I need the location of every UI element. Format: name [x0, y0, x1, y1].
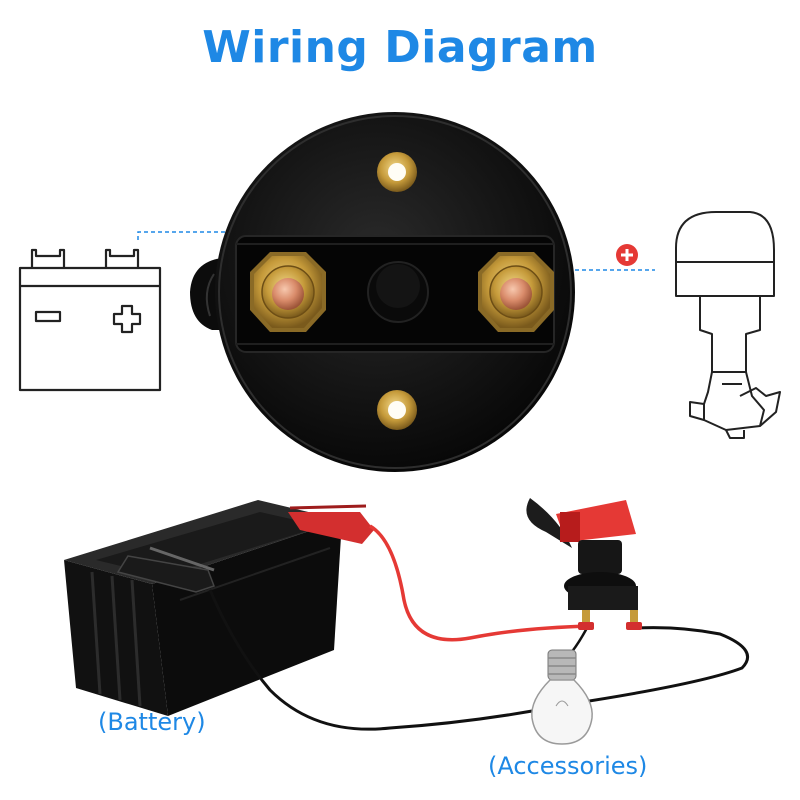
car-battery	[64, 500, 342, 716]
light-bulb-icon	[531, 649, 593, 745]
positive-clamp	[288, 504, 374, 544]
negative-clamp	[116, 546, 215, 593]
disconnect-switch	[526, 498, 642, 630]
terminal-stud-left	[250, 252, 326, 332]
battery-outline-icon	[18, 248, 162, 392]
positive-wire	[369, 524, 591, 642]
dashed-connection-left	[137, 231, 287, 268]
outboard-motor-icon	[675, 211, 781, 439]
terminal-stud-right	[478, 252, 554, 332]
battery-label: (Battery)	[98, 708, 206, 736]
plus-badge-icon	[616, 244, 638, 266]
accessories-label: (Accessories)	[488, 752, 648, 780]
mounting-hole-bottom	[377, 390, 417, 430]
diagram-title: Wiring Diagram	[202, 22, 598, 73]
mounting-hole-top	[377, 152, 417, 192]
